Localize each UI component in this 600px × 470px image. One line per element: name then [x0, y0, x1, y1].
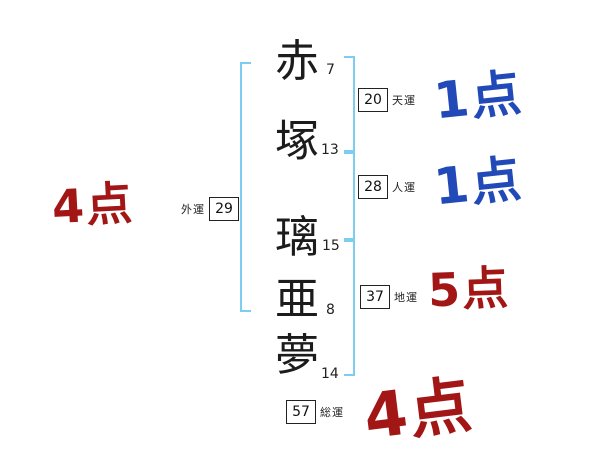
fortune-heaven-label: 天運 [392, 94, 416, 107]
stroke-count-4: 8 [326, 302, 335, 318]
stroke-count-3: 15 [322, 238, 340, 254]
score-earth-luck: 5点 [427, 260, 511, 318]
fortune-total-label: 総運 [320, 406, 344, 419]
name-char-2: 塚 [275, 116, 319, 167]
name-char-3: 璃 [275, 212, 319, 263]
stroke-count-2: 13 [321, 142, 339, 158]
fortune-earth-value: 37 [360, 285, 390, 309]
score-person-luck: 1点 [431, 149, 526, 217]
fortune-outer-value: 29 [209, 197, 239, 221]
fortune-heaven-value: 20 [358, 88, 388, 112]
score-heaven-luck: 1点 [431, 63, 526, 131]
bracket-outer-luck [240, 62, 251, 312]
name-char-1: 赤 [275, 36, 319, 87]
stroke-count-1: 7 [326, 62, 335, 78]
fortune-person: 28 人運 [358, 175, 416, 199]
fortune-person-label: 人運 [392, 181, 416, 194]
fortune-earth: 37 地運 [360, 285, 418, 309]
fortune-total: 57 総運 [286, 400, 344, 424]
fortune-total-value: 57 [286, 400, 316, 424]
bracket-heaven-luck [344, 56, 355, 152]
score-outer-luck: 4点 [50, 175, 136, 235]
bracket-person-luck [344, 152, 355, 240]
bracket-earth-luck [344, 240, 355, 376]
name-char-4: 亜 [275, 274, 319, 325]
stroke-count-5: 14 [321, 366, 339, 382]
fortune-heaven: 20 天運 [358, 88, 416, 112]
fortune-earth-label: 地運 [394, 291, 418, 304]
fortune-outer: 外運 29 [181, 197, 239, 221]
score-total-luck: 4点 [359, 367, 478, 454]
fortune-person-value: 28 [358, 175, 388, 199]
name-char-5: 夢 [275, 330, 319, 381]
fortune-outer-label: 外運 [181, 203, 205, 216]
